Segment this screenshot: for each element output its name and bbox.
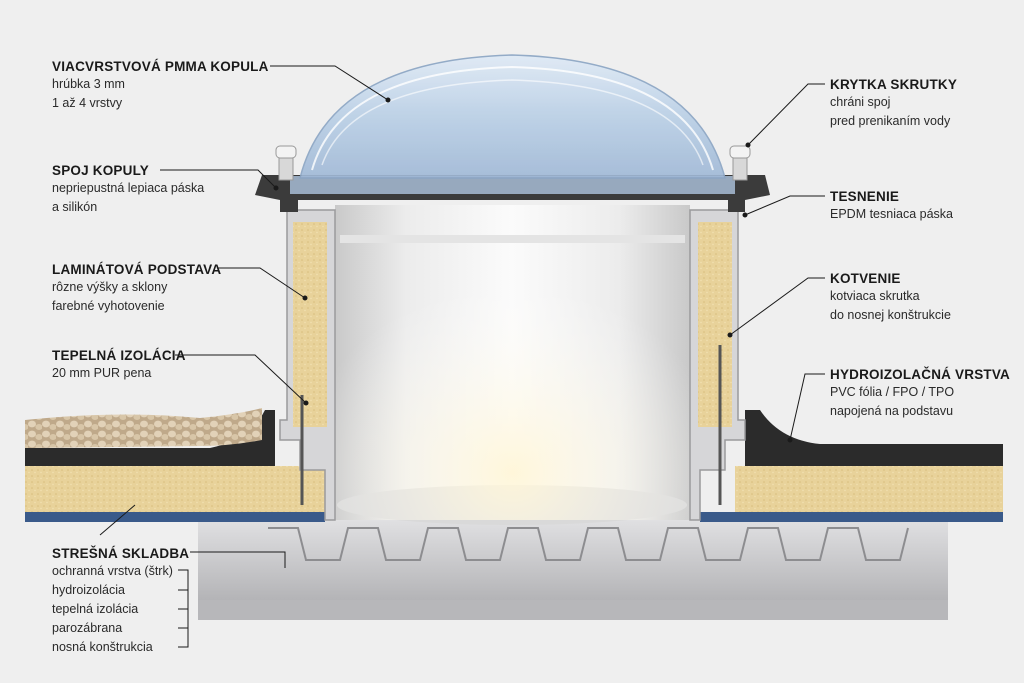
leader-base-dot bbox=[302, 295, 308, 301]
leader-dome-dot bbox=[385, 97, 391, 103]
label-dome-title: VIACVRSTVOVÁ PMMA KOPULA bbox=[52, 59, 269, 74]
label-roof-title: STREŠNÁ SKLADBA bbox=[52, 546, 190, 561]
leader-roof-gravel bbox=[99, 504, 136, 536]
label-roof: STREŠNÁ SKLADBA ochranná vrstva (štrk) h… bbox=[52, 545, 189, 657]
label-waterproof-line: napojená na podstavu bbox=[830, 404, 954, 418]
leader-insulation bbox=[175, 354, 307, 404]
label-joint-title: SPOJ KOPULY bbox=[52, 163, 149, 178]
light-well bbox=[335, 205, 690, 525]
leader-roof bbox=[190, 551, 286, 568]
label-joint-line: a silikón bbox=[52, 200, 98, 214]
leader-screw-cap-dot bbox=[745, 142, 751, 148]
label-waterproof-line: PVC fólia / FPO / TPO bbox=[830, 385, 955, 399]
pmma-dome bbox=[299, 54, 726, 179]
label-joint: SPOJ KOPULY nepriepustná lepiaca páska a… bbox=[52, 162, 204, 217]
label-roof-line: ochranná vrstva (štrk) bbox=[52, 564, 173, 578]
dome-flange bbox=[255, 175, 770, 212]
label-base-line: rôzne výšky a sklony bbox=[52, 280, 168, 294]
laminate-base-right bbox=[689, 209, 746, 521]
label-anchor-line: do nosnej konštrukcie bbox=[830, 308, 951, 322]
leader-seal bbox=[744, 195, 825, 216]
leader-insulation-dot bbox=[303, 400, 309, 406]
label-anchor-title: KOTVENIE bbox=[830, 271, 901, 286]
label-joint-line: nepriepustná lepiaca páska bbox=[52, 181, 205, 195]
label-seal-title: TESNENIE bbox=[830, 189, 900, 204]
laminate-base-left bbox=[279, 209, 336, 521]
label-insulation: TEPELNÁ IZOLÁCIA 20 mm PUR pena bbox=[52, 347, 186, 383]
label-dome: VIACVRSTVOVÁ PMMA KOPULA hrúbka 3 mm 1 a… bbox=[52, 58, 269, 113]
label-dome-line: hrúbka 3 mm bbox=[52, 77, 125, 91]
leader-lines bbox=[99, 65, 825, 648]
leader-waterproof-dot bbox=[787, 437, 793, 443]
label-seal-line: EPDM tesniaca páska bbox=[830, 207, 953, 221]
label-insulation-line: 20 mm PUR pena bbox=[52, 366, 152, 380]
leader-anchor-dot bbox=[727, 332, 733, 338]
label-insulation-title: TEPELNÁ IZOLÁCIA bbox=[52, 348, 186, 363]
label-roof-line: parozábrana bbox=[52, 621, 123, 635]
label-waterproof-title: HYDROIZOLAČNÁ VRSTVA bbox=[830, 367, 1011, 382]
steel-deck bbox=[198, 520, 948, 620]
leader-waterproof bbox=[789, 373, 825, 441]
leader-joint-dot bbox=[273, 185, 279, 191]
leader-base bbox=[218, 267, 306, 299]
screw-cap-left bbox=[275, 145, 297, 181]
label-anchor-line: kotviaca skrutka bbox=[830, 289, 920, 303]
label-roof-line: hydroizolácia bbox=[52, 583, 125, 597]
label-roof-line: tepelná izolácia bbox=[52, 602, 139, 616]
leader-anchor bbox=[729, 277, 825, 336]
roof-buildup-left bbox=[25, 408, 325, 522]
label-base-line: farebné vyhotovenie bbox=[52, 299, 165, 313]
label-roof-line: nosná konštrukcia bbox=[52, 640, 153, 654]
screw-cap-right bbox=[729, 145, 751, 181]
leader-dome bbox=[270, 65, 389, 101]
label-screw-cap-line: chráni spoj bbox=[830, 95, 891, 109]
label-waterproof: HYDROIZOLAČNÁ VRSTVA PVC fólia / FPO / T… bbox=[830, 366, 1010, 421]
leader-screw-cap bbox=[747, 83, 825, 146]
label-base-title: LAMINÁTOVÁ PODSTAVA bbox=[52, 262, 222, 277]
roof-buildup-right bbox=[700, 410, 1003, 522]
label-dome-line: 1 až 4 vrstvy bbox=[52, 96, 123, 110]
label-screw-cap-title: KRYTKA SKRUTKY bbox=[830, 77, 958, 92]
label-screw-cap-line: pred prenikaním vody bbox=[830, 114, 951, 128]
label-anchor: KOTVENIE kotviaca skrutka do nosnej konš… bbox=[830, 270, 951, 325]
label-seal: TESNENIE EPDM tesniaca páska bbox=[830, 188, 953, 224]
label-base: LAMINÁTOVÁ PODSTAVA rôzne výšky a sklony… bbox=[52, 261, 221, 316]
label-screw-cap: KRYTKA SKRUTKY chráni spoj pred prenikan… bbox=[830, 76, 957, 131]
leader-seal-dot bbox=[742, 212, 748, 218]
leader-joint bbox=[160, 169, 277, 189]
